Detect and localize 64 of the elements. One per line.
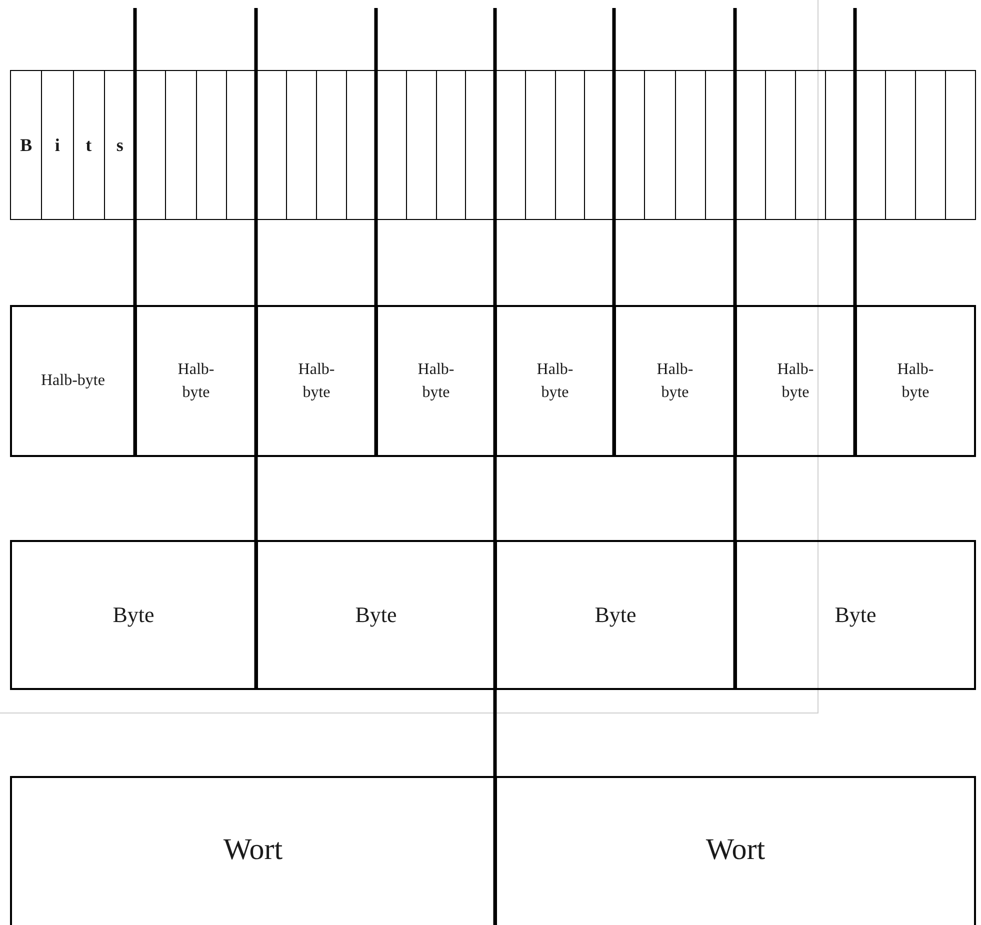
- bit-letter: s: [116, 134, 124, 157]
- nibble-label: Halb- byte: [297, 360, 336, 403]
- bit-cell: [436, 70, 466, 220]
- nibble-label: Halb- byte: [416, 360, 456, 403]
- bit-cell: [41, 70, 74, 220]
- bit-cell: [286, 70, 317, 220]
- bit-cell: [765, 70, 796, 220]
- nibble-label: Halb- byte: [896, 360, 935, 403]
- nibble-cell: [855, 305, 976, 457]
- bit-cell: [316, 70, 347, 220]
- bit-letter: i: [54, 134, 60, 157]
- bit-cell: [406, 70, 436, 220]
- bit-cell: [885, 70, 916, 220]
- byte-label: Byte: [355, 601, 397, 630]
- nibble-label: Halb- byte: [776, 360, 815, 403]
- bit-cell: [226, 70, 257, 220]
- nibble-cell: [10, 305, 136, 457]
- bit-cell: [524, 70, 556, 220]
- byte-cell: [10, 540, 257, 690]
- bit-cell: [165, 70, 196, 220]
- bit-cell: [72, 70, 105, 220]
- bit-cell: [196, 70, 227, 220]
- byte-label: Byte: [594, 601, 636, 630]
- nibble-cell: [135, 305, 257, 457]
- bit-cell: [584, 70, 615, 220]
- bit-cell: [735, 70, 766, 220]
- byte-cell: [256, 540, 496, 690]
- word-cell: [495, 776, 976, 925]
- nibble-cell: [495, 305, 615, 457]
- byte-cell: [495, 540, 736, 690]
- bit-cell: [10, 70, 42, 220]
- nibble-label: Halb- byte: [536, 360, 574, 403]
- bit-cell: [945, 70, 976, 220]
- bit-letter: B: [20, 134, 32, 157]
- byte-label: Byte: [112, 601, 154, 630]
- bit-cell: [495, 70, 526, 220]
- bit-cell: [465, 70, 496, 220]
- bit-cell: [704, 70, 736, 220]
- word-cell: [10, 776, 496, 925]
- nibble-cell: [735, 305, 856, 457]
- word-label: Wort: [223, 832, 283, 868]
- bit-cell: [915, 70, 946, 220]
- bit-cell: [346, 70, 377, 220]
- bit-cell: [256, 70, 287, 220]
- bit-cell: [104, 70, 136, 220]
- nibble-label: Halb- byte: [656, 360, 694, 403]
- nibble-cell: [614, 305, 736, 457]
- bit-cell: [644, 70, 676, 220]
- bit-cell: [554, 70, 586, 220]
- byte-cell: [735, 540, 976, 690]
- bit-cell: [855, 70, 886, 220]
- nibble-label: Halb-byte: [41, 371, 105, 392]
- bit-cell: [825, 70, 856, 220]
- word-label: Wort: [706, 832, 766, 868]
- byte-label: Byte: [834, 601, 876, 630]
- bit-cell: [674, 70, 706, 220]
- bit-cell: [376, 70, 407, 220]
- nibble-cell: [256, 305, 377, 457]
- bit-letter: t: [86, 134, 92, 157]
- bit-cell: [614, 70, 646, 220]
- bit-cell: [795, 70, 826, 220]
- bit-cell: [135, 70, 166, 220]
- nibble-label: Halb- byte: [176, 360, 216, 403]
- nibble-cell: [376, 305, 496, 457]
